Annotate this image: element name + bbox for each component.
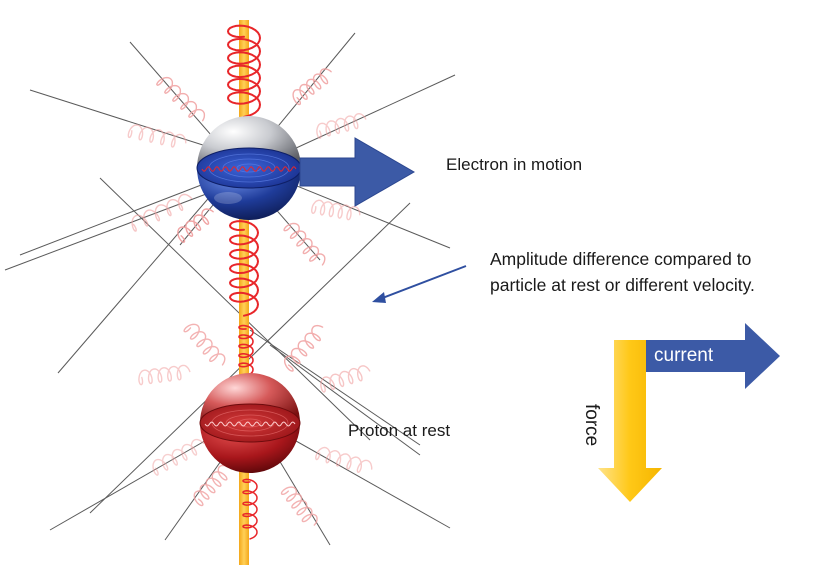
wave-spring: [177, 208, 214, 244]
proton-label: Proton at rest: [348, 421, 451, 440]
amplitude-note-line2: particle at rest or different velocity.: [490, 275, 755, 295]
motion-right-arrow-icon: [299, 137, 416, 207]
wave-spring: [138, 364, 191, 386]
wave-spring: [242, 478, 258, 540]
wave-spring: [226, 24, 262, 118]
current-label: current: [654, 345, 714, 366]
pointer-arrow-icon: [372, 265, 467, 303]
wave-spring: [316, 112, 367, 139]
wave-spring: [310, 199, 361, 221]
wave-spring: [228, 220, 260, 317]
amplitude-note-line1: Amplitude difference compared to: [490, 249, 752, 269]
wave-spring: [152, 438, 205, 476]
wave-spring: [315, 446, 373, 474]
force-label: force: [581, 404, 602, 447]
wave-springs: [127, 24, 373, 540]
wave-spring: [320, 365, 371, 393]
wave-spring: [280, 486, 318, 526]
wave-spring: [238, 324, 254, 377]
proton-sphere-icon: [199, 373, 301, 473]
wave-spring: [131, 193, 193, 232]
current-right-arrow-icon: [646, 323, 780, 389]
electron-label: Electron in motion: [446, 155, 583, 174]
force-down-arrow-icon: [598, 340, 662, 502]
wave-spring: [193, 464, 230, 507]
wave-spring: [292, 68, 332, 106]
wave-spring: [127, 124, 187, 148]
wave-spring: [156, 76, 206, 122]
electron-sphere-icon: [196, 116, 302, 220]
wave-spring: [284, 324, 324, 372]
wave-spring: [283, 222, 326, 266]
amplitude-note: Amplitude difference compared to particl…: [490, 246, 755, 298]
wave-spring: [183, 323, 226, 366]
